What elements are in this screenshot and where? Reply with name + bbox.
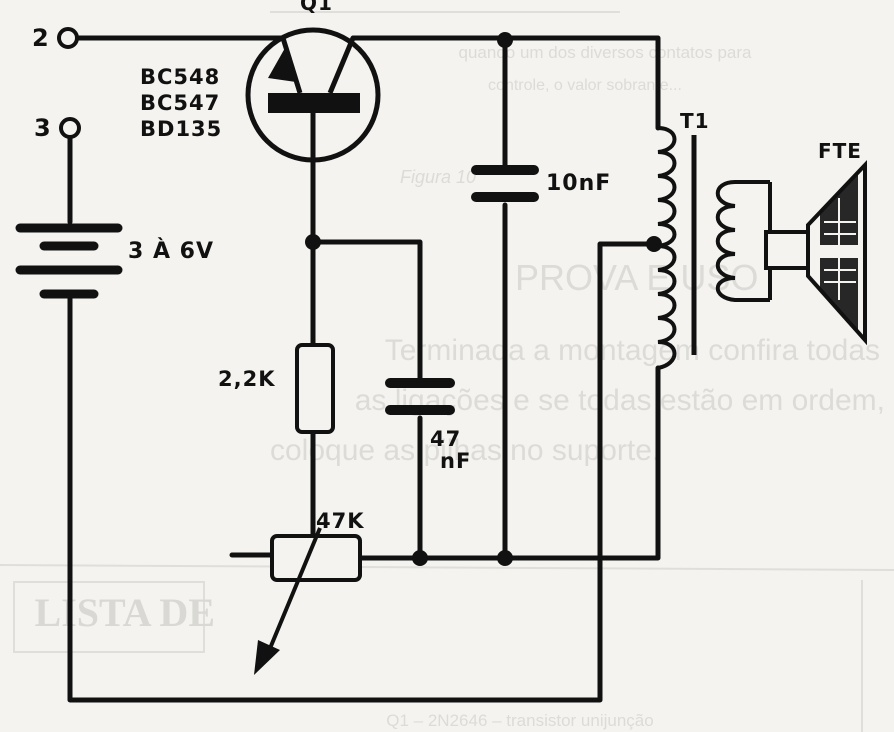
potentiometer-wiper-line — [264, 527, 322, 659]
wires — [67, 35, 661, 703]
capacitor-10nf-label: 10nF — [546, 171, 611, 196]
bleed-line-2: controle, o valor sobrante... — [488, 77, 682, 94]
transformer-primary-upper — [657, 126, 677, 248]
capacitor-47nf-value: 47 — [430, 427, 461, 451]
bleed-paragraph-1: Terminada a montagem confira todas — [385, 334, 880, 367]
wire-to-47nf — [310, 239, 423, 381]
transistor-collector-lead — [327, 37, 356, 94]
battery-label: 3 À 6V — [128, 238, 214, 264]
resistor-2k2: 2,2K — [218, 343, 335, 434]
bleed-bottom-line: Q1 – 2N2646 – transistor unijunção — [386, 711, 653, 730]
transistor-q1: Q1 BC548 BC547 BD135 — [140, 0, 381, 163]
potentiometer-47k: 47K — [254, 509, 365, 675]
bleed-line-1: quando um dos diversos contatos para — [459, 43, 753, 62]
speaker-label: FTE — [818, 139, 862, 163]
junction-top-10nf — [497, 32, 513, 48]
speaker-magnet — [764, 230, 810, 270]
bleed-through-text: quando um dos diversos contatos para con… — [0, 11, 894, 732]
capacitor-47nf: 47 nF — [385, 378, 471, 473]
transistor-option-1: BC548 — [140, 65, 220, 89]
capacitor-10nf: 10nF — [471, 165, 611, 202]
resistor-2k2-body — [295, 343, 335, 434]
transformer-secondary — [715, 180, 770, 302]
terminal-3-label: 3 — [34, 114, 52, 142]
junction-10nf-bus — [497, 550, 513, 566]
transistor-emitter-arrow-icon — [268, 48, 296, 82]
transistor-emitter-lead — [280, 37, 303, 94]
junction-dots — [305, 32, 662, 566]
bleed-heading: PROVA E USO — [515, 257, 758, 298]
potentiometer-wiper-arrow-icon — [254, 640, 280, 675]
transistor-base-bar — [268, 93, 360, 113]
bleed-paragraph-3: coloque as pilhas no suporte. — [270, 434, 660, 467]
speaker-fte: FTE — [764, 139, 867, 346]
wire-top-rail — [350, 35, 661, 131]
bleed-rule — [0, 564, 894, 571]
resistor-2k2-label: 2,2K — [218, 367, 275, 391]
potentiometer-label: 47K — [316, 509, 365, 533]
terminal-2-label: 2 — [32, 24, 50, 52]
terminal-3: 3 — [34, 114, 81, 142]
transistor-option-3: BD135 — [140, 117, 222, 141]
transformer-label: T1 — [680, 109, 710, 133]
bleed-box — [13, 581, 205, 653]
junction-base — [305, 234, 321, 250]
transistor-option-2: BC547 — [140, 91, 220, 115]
capacitor-47nf-unit: nF — [440, 449, 471, 473]
junction-47nf-bus — [412, 550, 428, 566]
transformer-t1: T1 — [657, 109, 772, 370]
bleed-box-title: LISTA DE — [35, 590, 215, 635]
terminal-3-ring — [59, 117, 81, 139]
wire-bottom-loop — [67, 241, 657, 703]
transformer-primary-lower — [657, 244, 677, 370]
terminal-2: 2 — [32, 24, 79, 52]
wire-pot-right-bus — [357, 365, 661, 561]
transistor-ref-label: Q1 — [300, 0, 333, 15]
terminal-2-ring — [57, 27, 79, 49]
bleed-caption: Figura 10 — [400, 167, 476, 187]
battery-symbol: 3 À 6V — [15, 223, 214, 299]
